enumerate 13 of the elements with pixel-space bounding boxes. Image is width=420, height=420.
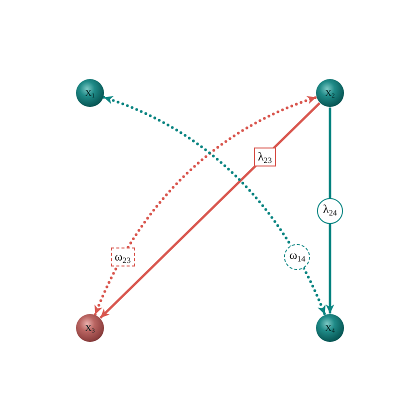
node-label: X$_{1}$ (85, 88, 95, 98)
sphere (76, 79, 104, 107)
sphere (316, 314, 344, 342)
node-label: X$_{4}$ (325, 324, 335, 332)
edge-label: λ$_{24}$ (317, 198, 343, 224)
edge-label: ω$_{14}$ (284, 244, 310, 270)
edge-label: λ$_{23}$ (254, 147, 276, 166)
node-label: X$_{3}$ (85, 324, 95, 332)
node-label: X$_{2}$ (325, 88, 335, 98)
sphere (316, 79, 344, 107)
edge-label: ω$_{23}$ (110, 247, 135, 266)
arrow (326, 108, 334, 314)
sphere (76, 314, 104, 342)
